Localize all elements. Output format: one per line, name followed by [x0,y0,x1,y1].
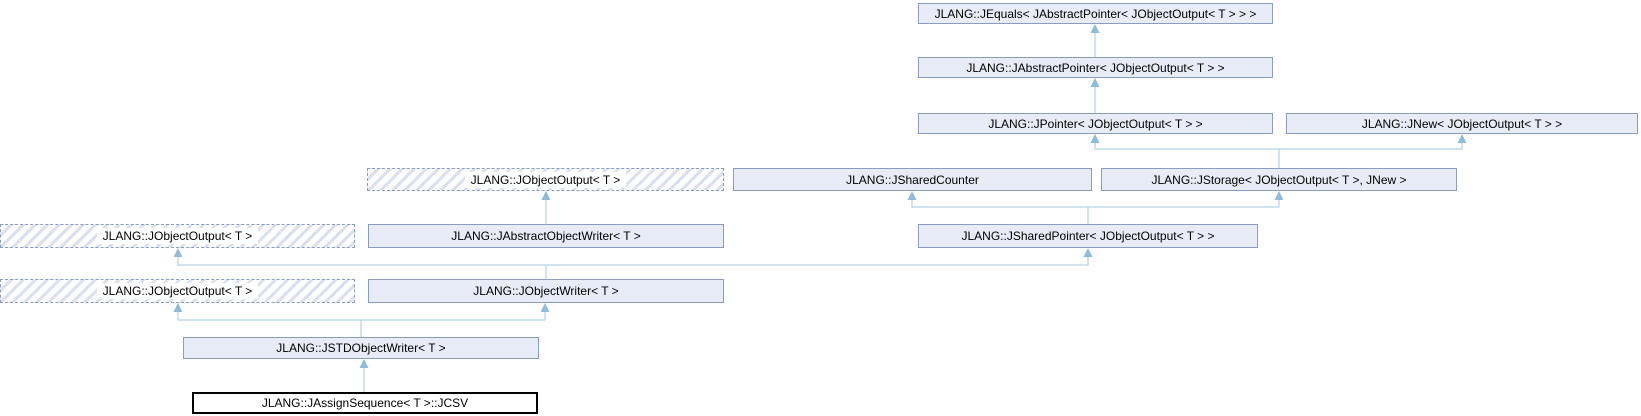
class-node-label: JLANG::JSTDObjectWriter< T > [276,341,446,355]
class-node-label: JLANG::JSharedPointer< JObjectOutput< T … [961,229,1215,243]
edge-arrowhead [359,359,369,368]
class-node-jstorage[interactable]: JLANG::JStorage< JObjectOutput< T >, JNe… [1101,168,1457,191]
class-node-jstdobjectwriter[interactable]: JLANG::JSTDObjectWriter< T > [183,337,539,359]
class-node-jpointer[interactable]: JLANG::JPointer< JObjectOutput< T > > [918,113,1273,134]
class-node-jobjectoutput-a: JLANG::JObjectOutput< T > [0,224,355,248]
edge-arrowhead [1090,78,1100,87]
class-node-label: JLANG::JPointer< JObjectOutput< T > > [988,116,1203,131]
inheritance-edge-jobjectwriter [177,255,1089,279]
edge-arrowhead [540,303,550,312]
class-node-jcsv: JLANG::JAssignSequence< T >::JCSV [192,392,538,414]
edge-arrowhead [173,248,183,257]
class-node-label: JLANG::JEquals< JAbstractPointer< JObjec… [934,6,1257,21]
class-node-jabstractobjectwriter[interactable]: JLANG::JAbstractObjectWriter< T > [368,224,724,248]
class-node-label: JLANG::JObjectOutput< T > [96,228,259,244]
class-node-label: JLANG::JAbstractPointer< JObjectOutput< … [966,60,1225,75]
edge-arrowhead [541,191,551,200]
class-node-label: JLANG::JObjectWriter< T > [473,284,619,298]
edge-arrowhead [1274,191,1284,200]
class-node-jnew[interactable]: JLANG::JNew< JObjectOutput< T > > [1286,113,1638,134]
class-node-jequals[interactable]: JLANG::JEquals< JAbstractPointer< JObjec… [918,3,1273,24]
class-node-label: JLANG::JObjectOutput< T > [96,283,259,299]
class-node-jsharedcounter[interactable]: JLANG::JSharedCounter [733,168,1092,191]
class-node-jsharedpointer[interactable]: JLANG::JSharedPointer< JObjectOutput< T … [918,224,1258,248]
class-node-label: JLANG::JNew< JObjectOutput< T > > [1361,116,1563,131]
inheritance-edge-jsharedpointer [911,198,1280,224]
edge-arrowhead [1090,24,1100,33]
class-node-jabstractpointer[interactable]: JLANG::JAbstractPointer< JObjectOutput< … [918,57,1273,78]
class-node-label: JLANG::JSharedCounter [846,172,979,187]
class-node-label: JLANG::JAssignSequence< T >::JCSV [261,396,469,410]
inheritance-edge-jstdobjectwriter [177,310,546,337]
edge-arrowhead [1083,248,1093,257]
class-node-label: JLANG::JStorage< JObjectOutput< T >, JNe… [1151,172,1407,187]
edge-arrowhead [907,191,917,200]
class-node-label: JLANG::JAbstractObjectWriter< T > [451,229,641,243]
class-node-jobjectwriter[interactable]: JLANG::JObjectWriter< T > [368,279,724,303]
inheritance-edge-jstorage [1094,141,1463,168]
edge-arrowhead [173,303,183,312]
class-node-label: JLANG::JObjectOutput< T > [464,171,627,188]
class-node-jobjectoutput-b: JLANG::JObjectOutput< T > [0,279,355,303]
edge-arrowhead [1457,134,1467,143]
edge-arrowhead [1090,134,1100,143]
class-node-jobjectoutput-mid: JLANG::JObjectOutput< T > [367,168,724,191]
